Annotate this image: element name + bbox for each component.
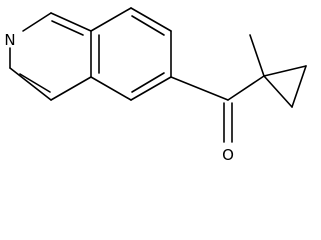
chemical-structure: N O xyxy=(4,7,307,164)
methylcyclopropyl-group xyxy=(249,34,307,108)
bond-c8-c7 xyxy=(130,7,172,32)
bond-c3-c4 xyxy=(9,67,52,101)
bond-cp-c2 xyxy=(263,65,307,77)
bond-c3-c4-inner xyxy=(19,73,51,93)
nitrogen-atom-label: N xyxy=(4,31,15,49)
bond-c8a-c8 xyxy=(90,7,132,32)
benzene-ring xyxy=(90,7,172,101)
bond-cp-methyl xyxy=(249,34,265,77)
bond-c8a-c1 xyxy=(50,12,92,32)
pyridine-ring xyxy=(9,12,92,101)
bond-cp-c3 xyxy=(263,75,293,108)
bond-c2-c3 xyxy=(291,65,307,108)
bond-carbonyl-cp xyxy=(227,75,265,101)
bond-c6-carbonyl xyxy=(170,76,229,101)
bond-c8-c7-inner xyxy=(131,15,165,36)
bond-c6-c5-inner xyxy=(131,72,165,93)
bond-c5-c4a xyxy=(90,76,132,101)
bond-c8a-c1-inner xyxy=(51,20,84,36)
ketone-group xyxy=(170,75,265,143)
oxygen-atom-label: O xyxy=(222,146,234,164)
bond-c4-c4a xyxy=(50,76,92,101)
bond-c6-c5 xyxy=(130,76,172,101)
bond-c1-n2 xyxy=(22,12,52,32)
